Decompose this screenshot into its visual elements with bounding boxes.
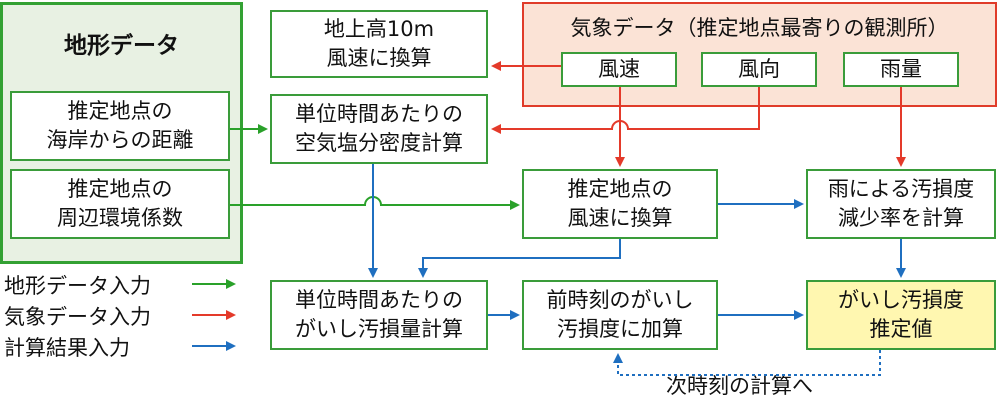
add-previous-line1: 前時刻のがいし: [546, 288, 694, 312]
environment-factor-box: 推定地点の 周辺環境係数: [10, 169, 230, 239]
salt-density-line1: 単位時間あたりの: [295, 102, 463, 126]
coast-distance-line1: 推定地点の: [67, 99, 173, 123]
contamination-amount-box: 単位時間あたりの がいし汚損量計算: [270, 280, 488, 350]
contamination-amount-line2: がいし汚損量計算: [295, 317, 463, 341]
local-wind-line1: 推定地点の: [567, 177, 673, 201]
wind-speed-label: 風速: [598, 57, 640, 81]
rain-reduction-box: 雨による汚損度 減少率を計算: [806, 169, 996, 239]
rainfall-box: 雨量: [843, 52, 959, 87]
environment-factor-line1: 推定地点の: [67, 177, 173, 201]
contamination-estimate-line1: がいし汚損度: [838, 288, 964, 312]
wind-direction-label: 風向: [738, 57, 780, 81]
rainfall-label: 雨量: [880, 57, 922, 81]
arrow-winddir-to-salt: [491, 87, 760, 134]
local-wind-box: 推定地点の 風速に換算: [522, 169, 718, 239]
coast-distance-box: 推定地点の 海岸からの距離: [10, 91, 230, 161]
arrow-local-wind-to-amount: [418, 239, 621, 278]
arrow-loop-next-step: [613, 350, 881, 376]
legend-weather-label: 気象データ入力: [4, 305, 151, 329]
local-wind-line2: 風速に換算: [567, 206, 673, 230]
add-previous-box: 前時刻のがいし 汚損度に加算: [522, 280, 718, 350]
wind-direction-box: 風向: [701, 52, 817, 87]
rain-reduction-line1: 雨による汚損度: [827, 177, 975, 201]
environment-factor-line2: 周辺環境係数: [57, 206, 183, 230]
add-previous-line2: 汚損度に加算: [557, 317, 683, 341]
convert-10m-box: 地上高10m 風速に換算: [270, 10, 488, 78]
legend-calc-label: 計算結果入力: [4, 336, 130, 360]
coast-distance-line2: 海岸からの距離: [46, 128, 194, 152]
salt-density-line2: 空気塩分密度計算: [295, 131, 463, 155]
salt-density-box: 単位時間あたりの 空気塩分密度計算: [270, 94, 488, 164]
next-step-note: 次時刻の計算へ: [666, 374, 813, 398]
weather-data-title: 気象データ（推定地点最寄りの観測所）: [570, 16, 949, 40]
contamination-amount-line1: 単位時間あたりの: [295, 288, 463, 312]
contamination-estimate-box: がいし汚損度 推定値: [806, 280, 996, 350]
terrain-data-title: 地形データ: [64, 33, 179, 59]
legend-terrain-label: 地形データ入力: [4, 274, 151, 298]
wind-speed-box: 風速: [561, 52, 677, 87]
convert-10m-line2: 風速に換算: [326, 46, 432, 70]
rain-reduction-line2: 減少率を計算: [838, 206, 964, 230]
convert-10m-line1: 地上高10m: [323, 17, 435, 41]
contamination-estimate-line2: 推定値: [869, 317, 933, 341]
